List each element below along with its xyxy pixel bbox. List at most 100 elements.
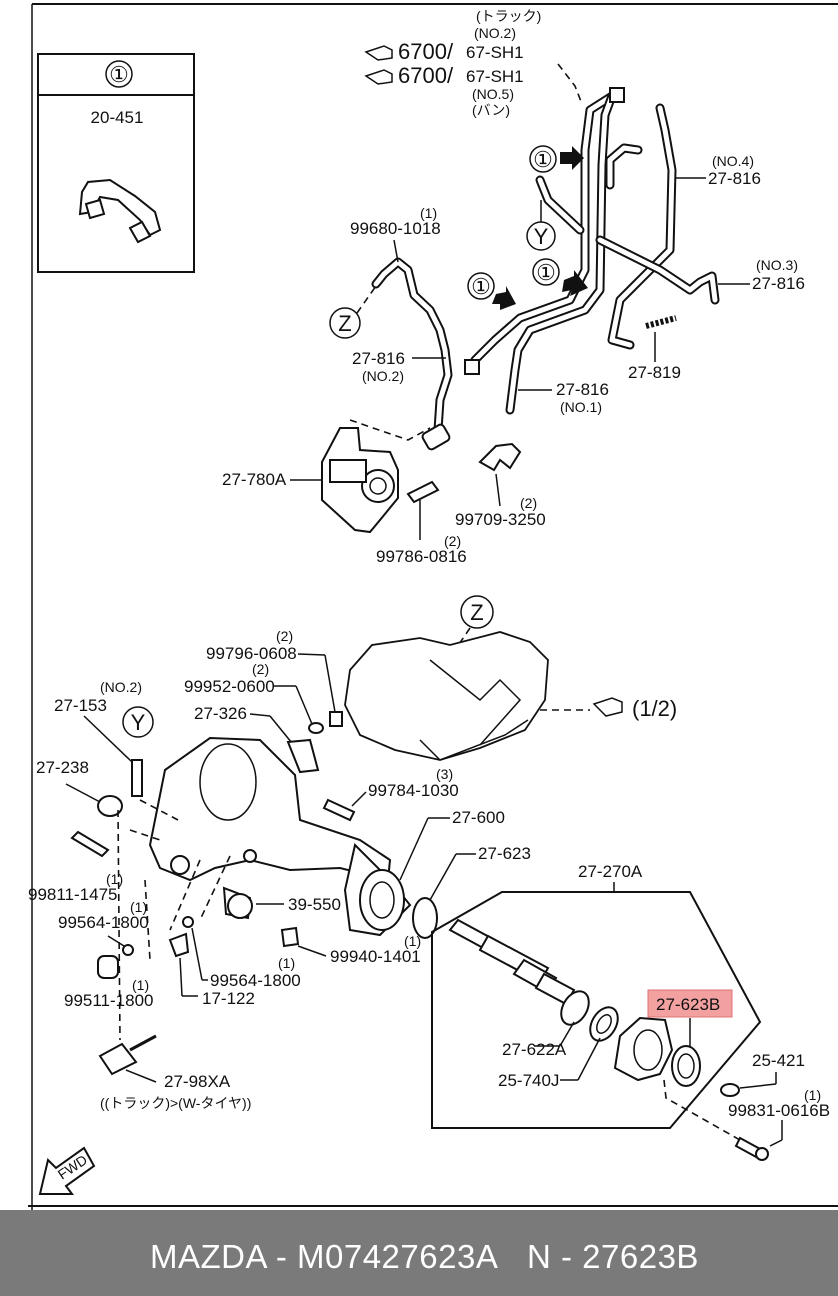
- svg-text:(2): (2): [252, 661, 269, 677]
- truck-note: (トラック): [476, 8, 541, 24]
- label-27-623[interactable]: 27-623: [478, 844, 531, 863]
- label-99511-1800[interactable]: 99511-1800: [64, 991, 154, 1010]
- bearing-25-740J: [589, 1006, 619, 1042]
- upper-markers: ① Y ① ① Z: [329, 145, 588, 339]
- svg-text:(1): (1): [804, 1087, 821, 1103]
- label-27-623B[interactable]: 27-623B: [656, 995, 720, 1014]
- ref-6700-a[interactable]: 6700/: [398, 39, 454, 64]
- footer-bar: MAZDA - M07427623A N - 27623B: [0, 1210, 838, 1296]
- hand-pointer-icon: [364, 45, 393, 61]
- svg-text:(1): (1): [132, 977, 149, 993]
- label-99784-1030[interactable]: 99784-1030: [368, 781, 459, 800]
- label-27-780A[interactable]: 27-780A: [222, 470, 287, 489]
- svg-text:(1): (1): [404, 933, 421, 949]
- marker-one: ①: [471, 274, 491, 299]
- svg-text:(NO.2): (NO.2): [362, 368, 404, 384]
- arrow-icon: [562, 270, 588, 296]
- lower-mid-labels: (2) 99796-0608 (2) 99952-0600 27-326 997…: [168, 628, 531, 1008]
- label-39-550[interactable]: 39-550: [288, 895, 341, 914]
- svg-text:(NO.2): (NO.2): [100, 679, 142, 695]
- clip-part-illustration: [78, 178, 162, 244]
- label-99709-3250[interactable]: 99709-3250: [455, 510, 546, 529]
- pin-17-122: [168, 932, 190, 958]
- label-99786-0816[interactable]: 99786-0816: [376, 547, 467, 566]
- upper-labels: (1) 99680-1018 (NO.4) 27-816 (NO.3) 27-8…: [350, 153, 805, 415]
- inset-part-no: 20-451: [91, 108, 144, 127]
- arrow-icon: [492, 286, 516, 310]
- label-27-816-no1[interactable]: 27-816: [556, 380, 609, 399]
- label-27-819[interactable]: 27-819: [628, 363, 681, 382]
- svg-text:(1): (1): [278, 955, 295, 971]
- label-27-816-no2[interactable]: 27-816: [352, 349, 405, 368]
- clip: [478, 442, 522, 472]
- svg-text:(2): (2): [276, 628, 293, 644]
- label-27-98XA[interactable]: 27-98XA: [164, 1072, 231, 1091]
- brake-pipes: [371, 87, 720, 451]
- pinion-assembly: 27-270A 27-622A 25-740J 27-623B: [431, 862, 762, 1129]
- svg-text:(1): (1): [130, 899, 147, 915]
- label-99796-0608[interactable]: 99796-0608: [206, 644, 297, 663]
- arrow-icon: [560, 146, 584, 170]
- bracket-27-326: [286, 738, 320, 774]
- sensor-27-98XA: [98, 1042, 138, 1076]
- svg-text:(1): (1): [420, 205, 437, 221]
- nut-99940: [280, 926, 300, 948]
- no5-note: (NO.5): [472, 86, 514, 102]
- plug-99511: [97, 955, 119, 979]
- svg-text:(NO.3): (NO.3): [756, 257, 798, 273]
- ref-1-2[interactable]: (1/2): [632, 696, 677, 721]
- ref-6700-b[interactable]: 6700/: [398, 63, 454, 88]
- van-note: (バン): [472, 102, 510, 118]
- label-27-270A[interactable]: 27-270A: [578, 862, 643, 881]
- o-ring-25-421: [720, 1083, 740, 1097]
- label-27-238[interactable]: 27-238: [36, 758, 89, 777]
- bolt-99784: [322, 798, 356, 822]
- label-99564-1800-b[interactable]: 99564-1800: [210, 971, 301, 990]
- ref-67sh1-a[interactable]: 67-SH1: [466, 43, 524, 62]
- pipe-fitting: [609, 87, 625, 103]
- svg-text:(2): (2): [520, 495, 537, 511]
- marker-one: ①: [536, 260, 556, 285]
- marker-one: ①: [533, 147, 553, 172]
- top-refs: (トラック) (NO.2) 6700/ 67-SH1 6700/ 67-SH1 …: [364, 8, 583, 118]
- label-99680-1018[interactable]: 99680-1018: [350, 219, 441, 238]
- inset-ref: ①: [109, 62, 129, 87]
- lsp-valve: 27-780A (2) 99786-0816 (2) 99709-3250: [222, 419, 546, 566]
- marker-y-lower: Y: [131, 710, 146, 735]
- fwd-arrow-icon: FWD: [38, 1146, 96, 1195]
- label-27-816-no3[interactable]: 27-816: [752, 274, 805, 293]
- no2-note: (NO.2): [474, 25, 516, 41]
- marker-z: Z: [338, 311, 351, 336]
- flange-27-600: [359, 869, 405, 931]
- svg-text:(NO.1): (NO.1): [560, 399, 602, 415]
- label-99831-0616B[interactable]: 99831-0616B: [728, 1101, 830, 1120]
- label-17-122[interactable]: 17-122: [202, 989, 255, 1008]
- label-99564-1800-a[interactable]: 99564-1800: [58, 913, 149, 932]
- axle-housing-ref: Z (3) (1/2): [344, 595, 677, 782]
- bolt: [406, 480, 440, 504]
- svg-text:(3): (3): [436, 766, 453, 782]
- label-27-816-no4[interactable]: 27-816: [708, 169, 761, 188]
- washer-99952: [308, 722, 324, 734]
- label-27-600[interactable]: 27-600: [452, 808, 505, 827]
- label-25-421[interactable]: 25-421: [752, 1051, 805, 1070]
- label-25-740J[interactable]: 25-740J: [498, 1071, 559, 1090]
- svg-text:(NO.4): (NO.4): [712, 153, 754, 169]
- label-99811-1475[interactable]: 99811-1475: [28, 885, 118, 904]
- inset-box: ① 20-451: [37, 53, 195, 273]
- cap-27-238: [97, 795, 123, 817]
- label-27-326[interactable]: 27-326: [194, 704, 247, 723]
- bolt-99811: [70, 830, 110, 858]
- pipe-connector: [464, 359, 480, 375]
- guide-lines: [117, 799, 231, 1041]
- label-27-622A[interactable]: 27-622A: [502, 1040, 567, 1059]
- seal-27-623B: [671, 1045, 701, 1087]
- footer-catalog-ref: MAZDA - M07427623A: [150, 1238, 499, 1275]
- label-27-153[interactable]: 27-153: [54, 696, 107, 715]
- label-99952-0600[interactable]: 99952-0600: [184, 677, 275, 696]
- svg-text:(2): (2): [444, 533, 461, 549]
- label-99940-1401[interactable]: 99940-1401: [330, 947, 421, 966]
- marker-z-lower: Z: [470, 600, 483, 625]
- marker-y: Y: [534, 224, 549, 249]
- ref-67sh1-b[interactable]: 67-SH1: [466, 67, 524, 86]
